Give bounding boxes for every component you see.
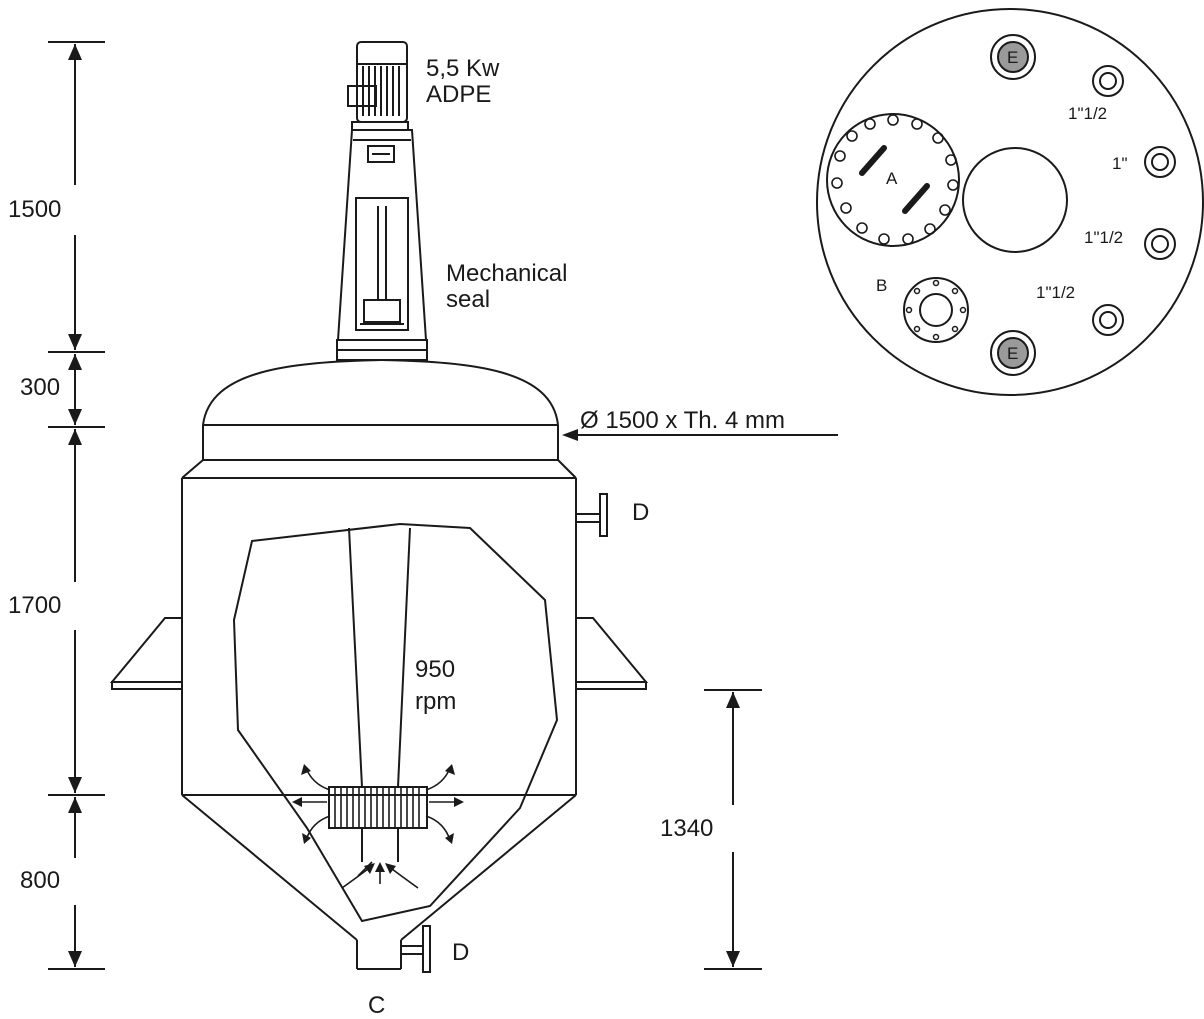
inner-vortex-outline [232,522,559,923]
nozzle-size-3-label: 1"1/2 [1084,228,1124,247]
speed-unit-label: rpm [415,688,457,715]
seal-label-line2: seal [446,286,491,313]
manway-a-label: A [886,169,898,188]
nozzle-size-4-label: 1"1/2 [1036,283,1076,302]
nozzle-size-2-label: 1" [1112,154,1128,173]
nozzle-d-side-label: D [632,499,650,526]
support-lugs [109,617,649,690]
seal-label-line1: Mechanical [446,260,568,287]
dimension-lines-left [48,41,105,970]
port-e-bottom-label: E [1007,344,1019,363]
shell-spec-label: Ø 1500 x Th. 4 mm [580,407,785,434]
port-b-label: B [876,276,888,295]
conical-bottom [181,794,577,970]
dimension-1700-label: 1700 [8,592,62,619]
vessel-shell [181,477,577,796]
rotor-stator-head [328,786,428,829]
nozzle-size-1-label: 1"1/2 [1068,104,1108,123]
dimension-1500-label: 1500 [8,196,62,223]
dimension-800-label: 800 [20,867,61,894]
top-view [816,8,1204,396]
port-e-top-label: E [1007,48,1019,67]
outlet-c-label: C [368,992,386,1019]
dimension-line-1340 [704,689,762,970]
seal-housing [336,129,428,361]
agitator-shaft [348,527,411,862]
nozzle-d-side [575,493,608,537]
dimension-300-label: 300 [20,374,61,401]
motor-power-label: 5,5 Kw [426,55,500,82]
motor [347,41,409,131]
dimension-1340-label: 1340 [660,815,714,842]
flow-arrows [292,764,464,889]
dished-head [181,358,577,479]
nozzle-d-bottom-label: D [452,939,470,966]
motor-type-label: ADPE [426,81,492,108]
speed-value-label: 950 [415,656,456,683]
shell-spec-leader [562,429,838,441]
nozzle-d-bottom [400,925,431,973]
